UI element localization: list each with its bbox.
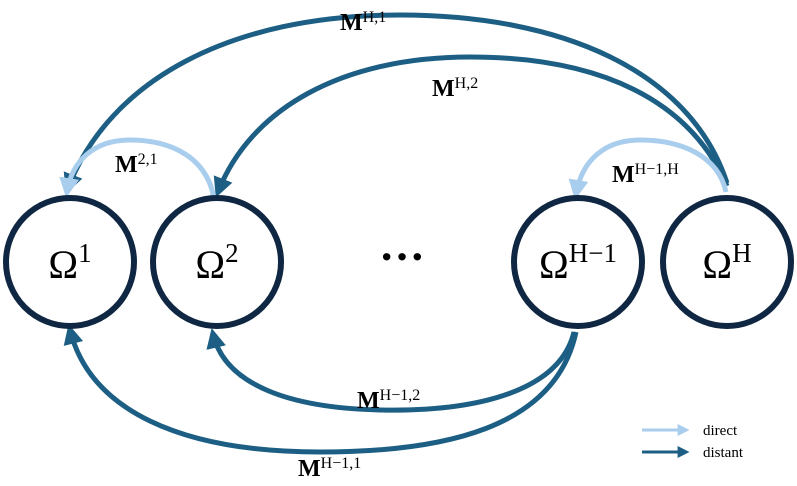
svg-text:ΩH: ΩH (702, 238, 751, 287)
node-omega-h: ΩH (660, 195, 794, 329)
edge-m-hm1-2-sup: H−1,2 (380, 387, 421, 404)
edge-m-hm1-h-sup: H−1,H (635, 161, 680, 178)
edge-m-hm1-1-sup: H−1,1 (321, 455, 362, 472)
edge-m-h-2-base: M (432, 76, 455, 102)
edge-m-2-1-sup: 2,1 (138, 151, 158, 168)
node-omega-h-symbol: Ω (702, 242, 732, 287)
edge-m-hm1-2-label: MH−1,2 (357, 387, 420, 414)
edge-m-2-1-arrow (59, 137, 217, 199)
edge-m-h-2-arrow (213, 54, 730, 198)
svg-text:Ω2: Ω2 (195, 238, 238, 287)
edge-m-hm1-1-arrow (63, 324, 579, 455)
edge-m-hm1-2-base: M (357, 388, 380, 414)
edge-m-h-1-sup: H,1 (363, 9, 387, 26)
legend-distant-label: distant (703, 445, 744, 461)
edge-m-hm1-1-base: M (298, 456, 321, 482)
node-omega-1-sup: 1 (78, 238, 92, 268)
node-omega-h-minus-1: ΩH−1 (511, 195, 645, 329)
edge-m-h-2-label: MH,2 (432, 75, 478, 102)
ellipsis: ··· (379, 231, 425, 282)
edge-m-hm1-h-base: M (612, 162, 635, 188)
node-omega-h-sup: H (732, 238, 752, 268)
edge-m-h-2-sup: H,2 (455, 75, 479, 92)
edge-m-hm1-1-label: MH−1,1 (298, 455, 361, 482)
node-omega-h-minus-1-sup: H−1 (569, 238, 617, 268)
node-omega-1: Ω1 (3, 195, 137, 329)
edge-m-hm1-2-arrow (206, 328, 577, 413)
edge-m-h-1-arrow (63, 12, 730, 194)
node-omega-1-symbol: Ω (48, 242, 78, 287)
node-omega-h-minus-1-symbol: Ω (539, 242, 569, 287)
edge-m-2-1-label: M2,1 (115, 151, 158, 178)
edge-m-h-1-base: M (340, 10, 363, 36)
edge-m-2-1-base: M (115, 152, 138, 178)
edge-m-hm1-h-label: MH−1,H (612, 161, 679, 188)
edge-m-hm1-h-arrow (568, 137, 729, 200)
node-omega-2-sup: 2 (225, 238, 239, 268)
edge-m-h-1-label: MH,1 (340, 9, 386, 36)
svg-text:ΩH−1: ΩH−1 (539, 238, 617, 287)
node-omega-2: Ω2 (150, 195, 284, 329)
legend: direct distant (642, 423, 744, 461)
legend-direct-label: direct (703, 423, 738, 439)
node-omega-2-symbol: Ω (195, 242, 225, 287)
svg-text:Ω1: Ω1 (48, 238, 91, 287)
